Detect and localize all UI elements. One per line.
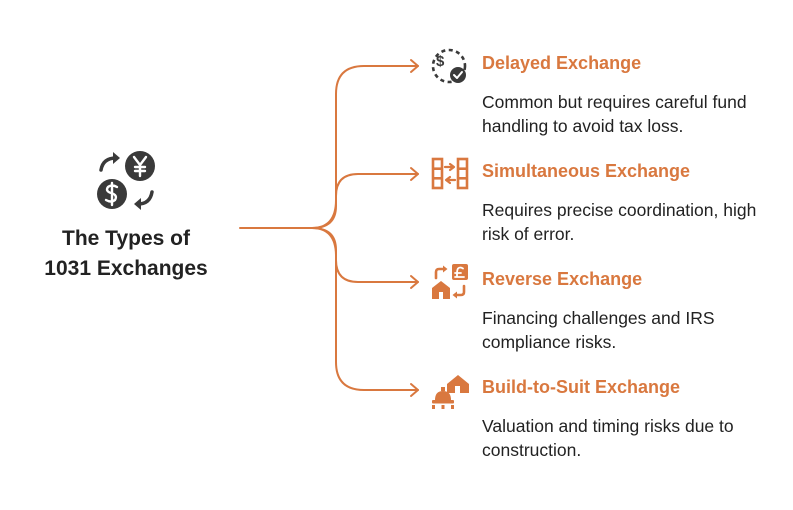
connector-branch-3 (311, 227, 419, 283)
connector-branch-4 (311, 227, 419, 391)
parallel-transfer-icon (431, 157, 469, 190)
currency-exchange-icon (97, 151, 155, 210)
arrowhead-2 (410, 167, 419, 181)
construction-house-icon (432, 375, 469, 409)
connector-branch-1 (311, 65, 419, 229)
branch-reverse-exchange: Reverse Exchange Financing challenges an… (430, 262, 775, 352)
arrowhead-4 (410, 383, 419, 397)
branch-description: Requires precise coordination, high risk… (482, 200, 757, 244)
arrowhead-1 (410, 59, 419, 73)
house-pound-swap-icon (432, 264, 468, 299)
branch-title: Simultaneous Exchange (482, 161, 691, 181)
branch-title: Build-to-Suit Exchange (482, 377, 680, 397)
branch-simultaneous-exchange: Simultaneous Exchange Requires precise c… (430, 154, 775, 244)
branch-title: Delayed Exchange (482, 53, 642, 73)
root-title-line-2: 1031 Exchanges (44, 257, 208, 280)
branch-delayed-exchange: $ Delayed Exchange Common but requires c… (430, 46, 775, 136)
dollar-clock-check-icon: $ (431, 48, 467, 84)
arrowhead-3 (410, 275, 419, 289)
branch-description: Valuation and timing risks due to constr… (482, 416, 734, 460)
branch-build-to-suit-exchange: Build-to-Suit Exchange Valuation and tim… (430, 370, 775, 460)
root-title: The Types of 1031 Exchanges (20, 224, 232, 284)
branch-title: Reverse Exchange (482, 269, 643, 289)
branch-description: Financing challenges and IRS compliance … (482, 308, 715, 352)
branch-description: Common but requires careful fund handlin… (482, 92, 747, 136)
root-title-line-1: The Types of (62, 227, 190, 250)
svg-text:$: $ (436, 53, 445, 70)
connector-branch-2 (311, 173, 419, 229)
